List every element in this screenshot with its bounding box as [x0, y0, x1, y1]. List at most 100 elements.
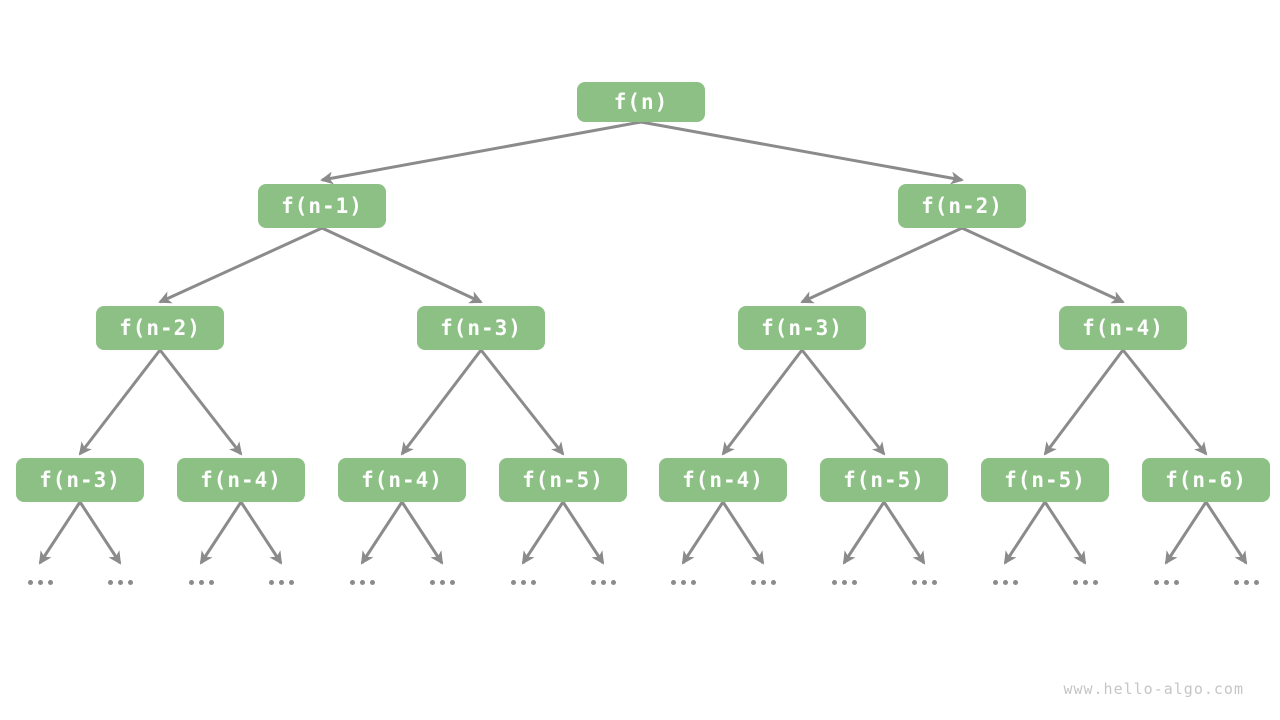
- tree-edge: [199, 501, 243, 565]
- tree-node-n6: f(n-4): [1059, 306, 1187, 350]
- tree-node-n8: f(n-4): [177, 458, 305, 502]
- ellipsis-dot-icon: [1073, 580, 1078, 585]
- leaf-ellipsis: [591, 580, 616, 585]
- leaf-ellipsis: [430, 580, 455, 585]
- tree-node-n4: f(n-3): [417, 306, 545, 350]
- tree-node-n14: f(n-6): [1142, 458, 1270, 502]
- tree-edge: [721, 501, 765, 565]
- tree-edge: [78, 501, 122, 565]
- ellipsis-dot-icon: [360, 580, 365, 585]
- ellipsis-dot-icon: [1234, 580, 1239, 585]
- ellipsis-dot-icon: [450, 580, 455, 585]
- ellipsis-dot-icon: [289, 580, 294, 585]
- tree-node-n11: f(n-4): [659, 458, 787, 502]
- ellipsis-dot-icon: [38, 580, 43, 585]
- tree-edge: [479, 349, 565, 456]
- ellipsis-dot-icon: [128, 580, 133, 585]
- ellipsis-dot-icon: [430, 580, 435, 585]
- leaf-ellipsis: [189, 580, 214, 585]
- ellipsis-dot-icon: [993, 580, 998, 585]
- ellipsis-dot-icon: [1254, 580, 1259, 585]
- tree-node-n2: f(n-2): [898, 184, 1026, 228]
- leaf-ellipsis: [832, 580, 857, 585]
- tree-edge: [521, 501, 565, 565]
- ellipsis-dot-icon: [922, 580, 927, 585]
- watermark: www.hello-algo.com: [1063, 680, 1244, 698]
- tree-edge: [1043, 501, 1087, 565]
- ellipsis-dot-icon: [832, 580, 837, 585]
- tree-edge: [400, 349, 483, 456]
- ellipsis-dot-icon: [1083, 580, 1088, 585]
- ellipsis-dot-icon: [611, 580, 616, 585]
- tree-node-n0: f(n): [577, 82, 705, 122]
- ellipsis-dot-icon: [279, 580, 284, 585]
- ellipsis-dot-icon: [1174, 580, 1179, 585]
- tree-edge: [38, 501, 82, 565]
- ellipsis-dot-icon: [108, 580, 113, 585]
- ellipsis-dot-icon: [350, 580, 355, 585]
- leaf-ellipsis: [751, 580, 776, 585]
- leaf-ellipsis: [1154, 580, 1179, 585]
- tree-edge: [158, 226, 323, 304]
- tree-node-n5: f(n-3): [738, 306, 866, 350]
- tree-edge: [1164, 501, 1208, 565]
- ellipsis-dot-icon: [1093, 580, 1098, 585]
- ellipsis-dot-icon: [1013, 580, 1018, 585]
- tree-node-n3: f(n-2): [96, 306, 224, 350]
- ellipsis-dot-icon: [912, 580, 917, 585]
- tree-edge: [800, 349, 886, 456]
- tree-edge: [561, 501, 605, 565]
- tree-edge: [360, 501, 404, 565]
- leaf-ellipsis: [511, 580, 536, 585]
- ellipsis-dot-icon: [751, 580, 756, 585]
- ellipsis-dot-icon: [28, 580, 33, 585]
- tree-edge: [321, 226, 483, 304]
- tree-edge: [320, 120, 642, 185]
- ellipsis-dot-icon: [932, 580, 937, 585]
- ellipsis-dot-icon: [48, 580, 53, 585]
- tree-node-n10: f(n-5): [499, 458, 627, 502]
- tree-edge: [400, 501, 444, 565]
- ellipsis-dot-icon: [671, 580, 676, 585]
- ellipsis-dot-icon: [189, 580, 194, 585]
- ellipsis-dot-icon: [209, 580, 214, 585]
- tree-edge: [1204, 501, 1248, 565]
- tree-edge: [239, 501, 283, 565]
- ellipsis-dot-icon: [531, 580, 536, 585]
- tree-edge: [800, 226, 963, 304]
- tree-node-n7: f(n-3): [16, 458, 144, 502]
- ellipsis-dot-icon: [1244, 580, 1249, 585]
- ellipsis-dot-icon: [199, 580, 204, 585]
- tree-edge: [961, 226, 1125, 304]
- tree-edge: [158, 349, 243, 456]
- ellipsis-dot-icon: [852, 580, 857, 585]
- ellipsis-dot-icon: [1164, 580, 1169, 585]
- leaf-ellipsis: [671, 580, 696, 585]
- leaf-ellipsis: [350, 580, 375, 585]
- ellipsis-dot-icon: [440, 580, 445, 585]
- leaf-ellipsis: [108, 580, 133, 585]
- ellipsis-dot-icon: [691, 580, 696, 585]
- ellipsis-dot-icon: [1154, 580, 1159, 585]
- ellipsis-dot-icon: [118, 580, 123, 585]
- tree-node-n13: f(n-5): [981, 458, 1109, 502]
- ellipsis-dot-icon: [591, 580, 596, 585]
- tree-edge: [1043, 349, 1125, 456]
- tree-edge: [721, 349, 804, 456]
- ellipsis-dot-icon: [521, 580, 526, 585]
- ellipsis-dot-icon: [1003, 580, 1008, 585]
- ellipsis-dot-icon: [370, 580, 375, 585]
- leaf-ellipsis: [1234, 580, 1259, 585]
- ellipsis-dot-icon: [681, 580, 686, 585]
- tree-edge: [882, 501, 926, 565]
- ellipsis-dot-icon: [842, 580, 847, 585]
- leaf-ellipsis: [1073, 580, 1098, 585]
- tree-edge: [640, 120, 964, 185]
- ellipsis-dot-icon: [511, 580, 516, 585]
- tree-edge: [681, 501, 725, 565]
- tree-node-n1: f(n-1): [258, 184, 386, 228]
- tree-edge-group: [38, 120, 1248, 565]
- leaf-ellipsis: [269, 580, 294, 585]
- tree-edge: [1121, 349, 1208, 456]
